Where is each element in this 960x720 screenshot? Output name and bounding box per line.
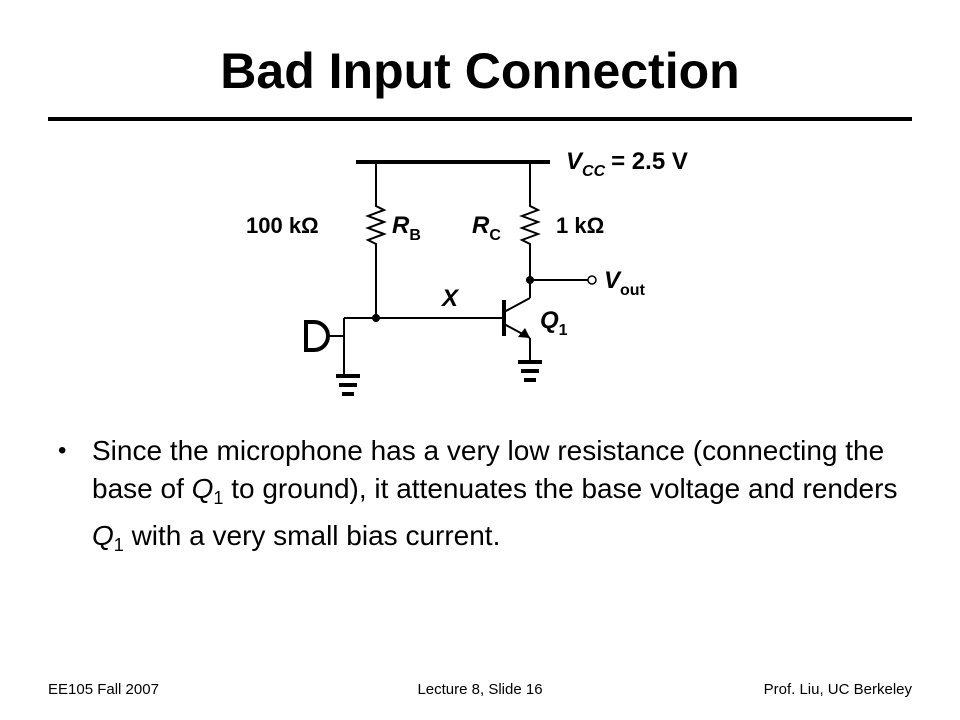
- footer-course: EE105 Fall 2007: [48, 681, 159, 698]
- bullet-item: • Since the microphone has a very low re…: [56, 432, 916, 564]
- mic-ground-icon: [336, 374, 360, 396]
- bullet-dot-icon: •: [58, 437, 67, 464]
- vout-terminal: [587, 275, 597, 285]
- rb-label: RB: [392, 212, 421, 244]
- rb-resistor: [365, 162, 387, 318]
- bullet-list: • Since the microphone has a very low re…: [56, 432, 916, 564]
- slide-title: Bad Input Connection: [220, 43, 740, 99]
- circuit-diagram: VCC= 2.5 V 100 kΩ RB RC 1 kΩ Vout X Q1: [240, 140, 688, 410]
- vout-label: Vout: [604, 267, 646, 299]
- rc-value: 1 kΩ: [556, 213, 604, 238]
- transistor-label: Q1: [540, 307, 568, 339]
- title-divider: [48, 117, 912, 121]
- node-x-dot: [372, 314, 380, 322]
- rc-resistor: [519, 162, 541, 280]
- microphone-icon: [304, 320, 330, 352]
- node-x-label: X: [440, 285, 460, 312]
- footer-author: Prof. Liu, UC Berkeley: [763, 681, 912, 698]
- rb-value: 100 kΩ: [246, 213, 319, 238]
- vcc-label: VCC= 2.5 V: [566, 148, 688, 180]
- footer-slide-number: Lecture 8, Slide 16: [417, 681, 543, 698]
- emitter-arrow: [518, 328, 530, 338]
- emitter-ground-icon: [518, 360, 542, 382]
- rc-label: RC: [472, 212, 501, 244]
